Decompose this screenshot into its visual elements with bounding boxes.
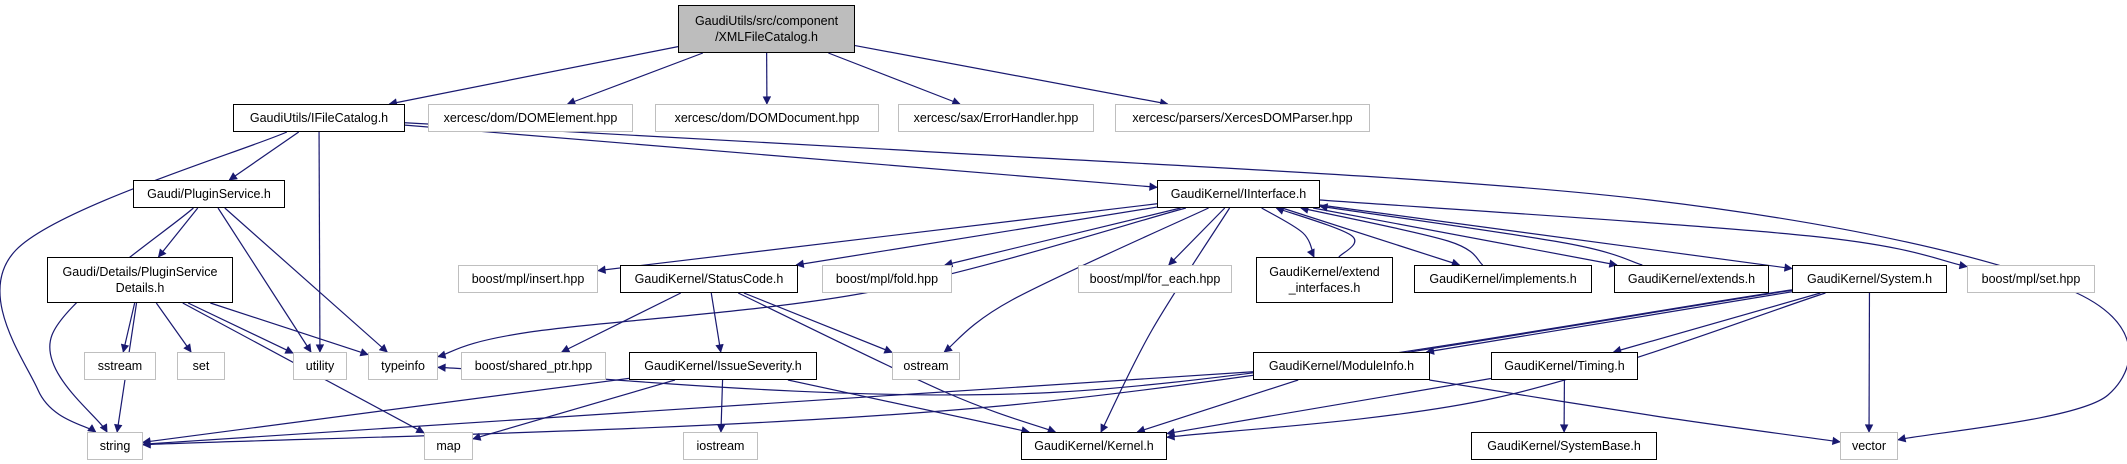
node-sharedptr: boost/shared_ptr.hpp [461,352,606,380]
edge-iinterface-extendinterfaces [1261,207,1315,258]
node-setstd: set [177,352,225,380]
node-typeinfo: typeinfo [368,352,438,380]
node-iinterface[interactable]: GaudiKernel/IInterface.h [1157,180,1320,208]
edge-statuscode-issueseverity [710,292,724,353]
edge-pluginservicedetails-setstd [155,302,192,353]
node-sstream: sstream [84,352,156,380]
edge-extends-iinterface [1319,203,1643,266]
edge-pluginservicedetails-utility [187,302,294,354]
edge-pluginservicedetails-sstream [120,302,136,353]
node-domdocument: xercesc/dom/DOMDocument.hpp [655,104,879,132]
node-string: string [87,432,143,460]
node-kernel[interactable]: GaudiKernel/Kernel.h [1021,432,1167,460]
node-xmlfilecatalog: GaudiUtils/src/component /XMLFileCatalog… [678,5,855,53]
node-extends[interactable]: GaudiKernel/extends.h [1614,265,1769,293]
node-extendinterfaces[interactable]: GaudiKernel/extend _interfaces.h [1256,257,1393,303]
node-pluginservicedetails[interactable]: Gaudi/Details/PluginService Details.h [47,257,233,303]
node-ifilecatalog[interactable]: GaudiUtils/IFileCatalog.h [233,104,405,132]
edge-xmlfilecatalog-ifilecatalog [388,46,679,107]
node-timing[interactable]: GaudiKernel/Timing.h [1491,352,1638,380]
edge-iinterface-fold [944,207,1181,268]
edge-iinterface-insert [597,203,1158,274]
edge-implements-iinterface [1300,205,1484,266]
edge-xmlfilecatalog-domelement [566,52,704,106]
edge-iinterface-statuscode [795,206,1158,268]
edge-xmlfilecatalog-errorhandler [828,52,961,106]
edge-iinterface-implements [1281,207,1461,267]
edge-iinterface-ostream [943,207,1209,353]
edge-issueseverity-string [142,377,630,446]
edge-system-string [142,289,1793,449]
edge-iinterface-setmpl [1319,199,1968,270]
edge-ifilecatalog-pluginservice [228,131,300,181]
edge-iinterface-extends [1312,207,1618,268]
node-insert: boost/mpl/insert.hpp [458,265,598,293]
edge-iinterface-system [1319,204,1793,272]
edge-pluginservice-string [49,207,194,433]
node-utility: utility [293,352,347,380]
edge-pluginservice-pluginservicedetails [157,207,199,258]
edge-pluginservice-utility [217,207,312,353]
edge-iinterface-foreach [1168,207,1226,266]
node-implements[interactable]: GaudiKernel/implements.h [1414,265,1592,293]
node-fold: boost/mpl/fold.hpp [822,265,952,293]
node-issueseverity[interactable]: GaudiKernel/IssueSeverity.h [629,352,817,380]
edge-ifilecatalog-string [0,131,288,433]
edge-timing-kernel [1166,377,1492,437]
node-errorhandler: xercesc/sax/ErrorHandler.hpp [898,104,1094,132]
node-moduleinfo[interactable]: GaudiKernel/ModuleInfo.h [1253,352,1430,380]
edge-issueseverity-map [472,379,676,441]
node-xercesdomparser: xercesc/parsers/XercesDOMParser.hpp [1115,104,1370,132]
edge-pluginservice-typeinfo [224,207,388,353]
edge-xmlfilecatalog-xercesdomparser [854,44,1169,107]
edge-extendinterfaces-iinterface [1275,206,1356,258]
edge-system-timing [1612,292,1821,354]
edge-moduleinfo-kernel [1136,379,1299,434]
node-ostream: ostream [892,352,960,380]
edge-ifilecatalog-utility [315,131,325,353]
node-system[interactable]: GaudiKernel/System.h [1792,265,1947,293]
edge-statuscode-ostream [743,292,893,354]
node-iostream: iostream [683,432,758,460]
edge-system-kernel [1166,292,1826,441]
edge-moduleinfo-string [142,371,1254,448]
node-systembase[interactable]: GaudiKernel/SystemBase.h [1471,432,1657,460]
node-vector: vector [1840,432,1898,460]
edge-statuscode-sharedptr [560,292,682,353]
node-statuscode[interactable]: GaudiKernel/StatusCode.h [620,265,798,293]
edge-ifilecatalog-iinterface [404,124,1158,191]
edge-issueseverity-kernel [787,379,1030,435]
edge-statuscode-kernel [737,292,1057,434]
node-map: map [424,432,473,460]
node-domelement: xercesc/dom/DOMElement.hpp [428,104,633,132]
node-foreach: boost/mpl/for_each.hpp [1078,265,1232,293]
edge-moduleinfo-vector [1429,379,1841,446]
edge-pluginservicedetails-typeinfo [210,302,369,357]
edge-system-moduleinfo [1425,291,1793,355]
edge-iinterface-kernel [1100,207,1231,433]
node-setmpl: boost/mpl/set.hpp [1967,265,2095,293]
node-pluginservice[interactable]: Gaudi/PluginService.h [133,180,285,208]
